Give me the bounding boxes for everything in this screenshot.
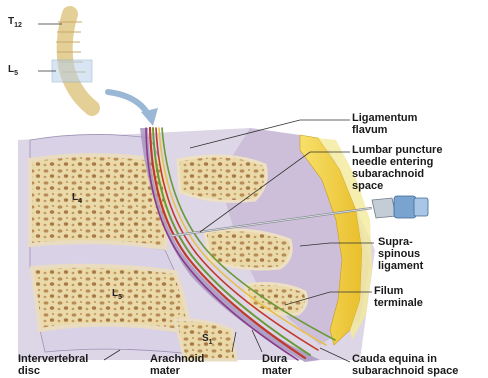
dura-mater-label: Dura mater [262,353,292,377]
s1-label: S1 [202,333,213,346]
l4-label: L4 [72,192,82,205]
supraspinous-ligament-label: Supra- spinous ligament [378,236,423,272]
spine-thumbnail [52,14,92,108]
l4-vertebral-body [30,155,167,248]
spinous-process-middle [205,230,291,269]
intervertebral-disc-label: Intervertebral disc [18,353,88,377]
spinous-process-upper [178,156,266,201]
cauda-equina-label: Cauda equina in subarachnoid space [352,353,458,377]
l5-thumbnail-label: L5 [8,64,18,77]
t12-label: T12 [8,16,22,29]
lumbar-puncture-needle-label: Lumbar puncture needle entering subarach… [352,144,442,192]
l5-vertebral-body [32,266,190,333]
arachnoid-mater-label: Arachnoid mater [150,353,204,377]
ligamentum-flavum-label: Ligamentum flavum [352,112,417,136]
filum-terminale-label: Filum terminale [374,285,423,309]
l5-label: L5 [112,288,122,301]
